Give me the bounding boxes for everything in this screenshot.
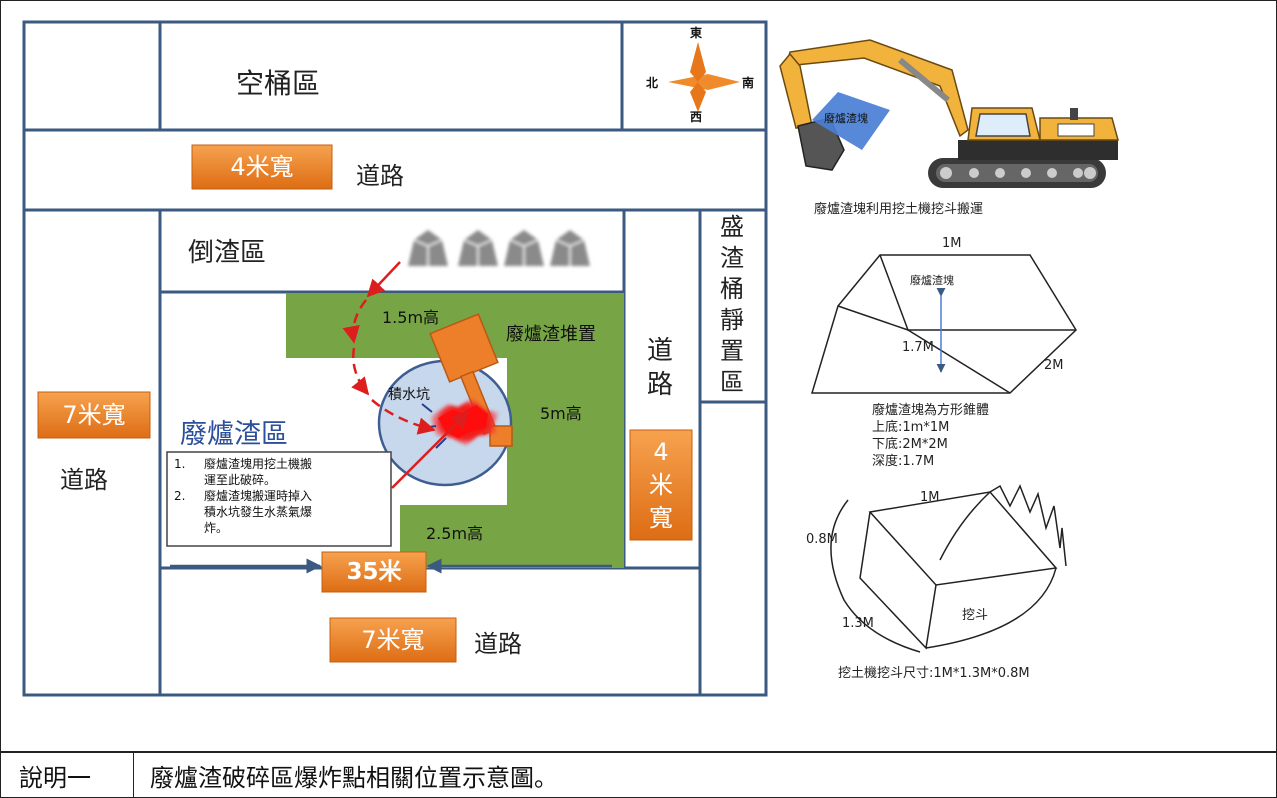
bucket-height-dim: 0.8M (806, 532, 838, 547)
road-label-vertical: 道 路 (646, 336, 673, 400)
bucket-wireframe (830, 484, 1067, 653)
dump-area-label: 倒渣區 (188, 238, 267, 268)
slag-bucket-icon (504, 230, 544, 266)
block-label: 廢爐渣塊 (910, 274, 954, 287)
excavator-caption: 廢爐渣塊利用挖土機挖斗搬運 (814, 202, 984, 217)
note-text: 廢爐渣塊搬運時掉入 積水坑發生水蒸氣爆 炸。 (204, 489, 313, 535)
bucket-caption: 挖土機挖斗尺寸:1M*1.3M*0.8M (838, 666, 1030, 681)
bucket-label: 挖斗 (962, 608, 989, 623)
block-desc-line: 深度:1.7M (872, 454, 935, 469)
notes-list: 1. 廢爐渣塊用挖土機搬 運至此破碎。 2. 廢爐渣塊搬運時掉入 積水坑發生水蒸… (174, 456, 386, 536)
badge-box-top (191, 144, 333, 190)
note-number: 1. (174, 457, 186, 471)
block-top-dim: 1M (942, 236, 962, 251)
caption-label: 說明一 (0, 752, 134, 798)
height-label-top: 1.5m高 (382, 308, 440, 327)
width-badge-bottom: 7米寬 (361, 626, 425, 654)
notes-box (166, 451, 392, 547)
road-label-left: 道路 (60, 466, 108, 494)
road-label-bottom: 道路 (474, 630, 522, 658)
slag-heap-green (286, 293, 624, 568)
empty-bucket-area-label: 空桶區 (236, 67, 321, 100)
slag-area-label: 廢爐渣區 (180, 419, 288, 450)
slag-pile-label: 廢爐渣堆置 (506, 324, 596, 345)
note-item: 2. 廢爐渣塊搬運時掉入 積水坑發生水蒸氣爆 炸。 (174, 488, 386, 536)
compass-west: 西 (690, 110, 703, 124)
road-label-top: 道路 (356, 162, 404, 190)
slag-block-wireframe (810, 254, 1077, 394)
note-item: 1. 廢爐渣塊用挖土機搬 運至此破碎。 (174, 456, 386, 488)
compass-north: 北 (646, 76, 659, 90)
site-diagram (22, 20, 1119, 697)
water-pit-label: 積水坑 (388, 387, 430, 403)
note-text: 廢爐渣塊用挖土機搬 運至此破碎。 (204, 457, 313, 487)
badge-box-bottom (329, 617, 457, 663)
bucket-depth-dim: 1.3M (842, 616, 874, 631)
slag-block-shape (812, 92, 890, 150)
compass-east: 東 (690, 26, 703, 40)
map-excavator-bucket (429, 313, 513, 447)
compass-south: 南 (742, 76, 755, 90)
width-badges (37, 144, 693, 663)
slag-bucket-icon (408, 230, 448, 266)
slag-bucket-icon (458, 230, 498, 266)
width-badge-top: 4米寬 (230, 153, 294, 181)
excavator-illustration (779, 39, 1119, 188)
slag-bucket-icons (408, 230, 590, 266)
compass-rose-icon (668, 42, 740, 112)
block-desc-line: 廢爐渣塊為方形錐體 (872, 403, 990, 418)
block-bottom-dim: 2M (1044, 358, 1064, 373)
block-desc-line: 上底:1m*1M (872, 420, 950, 435)
transport-arrows (342, 261, 470, 489)
badge-box-right (629, 429, 693, 541)
block-description: 廢爐渣塊為方形錐體 上底:1m*1M 下底:2M*2M 深度:1.7M (872, 402, 989, 470)
block-desc-line: 下底:2M*2M (872, 437, 948, 452)
height-label-bottom: 2.5m高 (426, 524, 484, 543)
excavator-block-label: 廢爐渣塊 (824, 112, 868, 125)
width-badge-right: 4 米 寬 (649, 438, 673, 532)
width-badge-left: 7米寬 (62, 401, 126, 429)
site-boundary (22, 20, 768, 697)
badge-box-length (321, 551, 427, 593)
note-number: 2. (174, 489, 186, 503)
height-label-right: 5m高 (540, 404, 582, 423)
bucket-rest-area-label: 盛 渣 桶 靜 置 區 (720, 213, 744, 396)
caption-text: 廢爐渣破碎區爆炸點相關位置示意圖。 (133, 752, 1277, 798)
block-height-dim: 1.7M (902, 340, 934, 355)
bucket-width-dim: 1M (920, 490, 940, 505)
badge-box-left (37, 391, 151, 439)
slag-bucket-icon (550, 230, 590, 266)
length-badge: 35米 (346, 559, 402, 585)
